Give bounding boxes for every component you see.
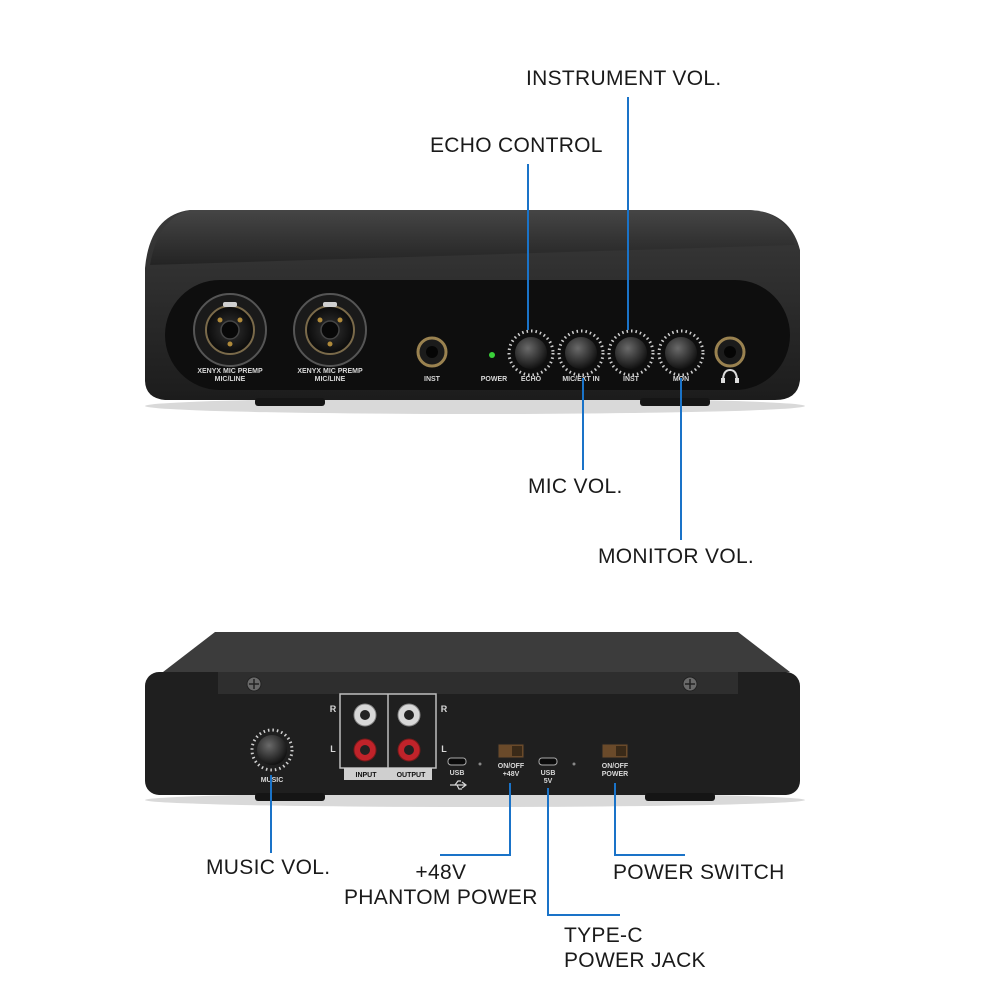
input-label: INPUT xyxy=(356,772,378,779)
rca-l-label-right: L xyxy=(441,744,447,754)
usb-label: USB xyxy=(450,770,465,777)
power-label: POWER xyxy=(481,376,507,383)
combo-jack-1-label-b: MIC/LINE xyxy=(215,376,246,383)
callout-music-vol: MUSIC VOL. xyxy=(206,856,331,879)
callout-phantom-power-line1: +48V xyxy=(415,861,467,884)
rca-l-label: L xyxy=(330,744,336,754)
usb-c-label-b: 5V xyxy=(544,778,553,785)
callout-mic-vol: MIC VOL. xyxy=(528,475,623,498)
knob-echo xyxy=(507,329,555,377)
callout-monitor-vol: MONITOR VOL. xyxy=(598,545,755,568)
screw-left xyxy=(246,676,262,692)
knob-inst-label: INST xyxy=(623,376,640,383)
music-knob xyxy=(250,728,294,772)
rca-r-label-right: R xyxy=(441,704,448,714)
leader-type-c xyxy=(547,788,620,916)
knob-monitor xyxy=(657,329,705,377)
phantom-switch-label-a: ON/OFF xyxy=(498,763,525,770)
combo-jack-2-label-a: XENYX MIC PREMP xyxy=(297,368,363,375)
combo-jack-2-label-b: MIC/LINE xyxy=(315,376,346,383)
callout-type-c: TYPE-C POWER JACK xyxy=(564,923,706,973)
callout-echo-control: ECHO CONTROL xyxy=(430,134,603,157)
callout-phantom-power-line2: PHANTOM POWER xyxy=(344,886,538,909)
power-led xyxy=(489,352,495,358)
rca-panel xyxy=(339,693,437,780)
knob-inst xyxy=(607,329,655,377)
power-switch-label-b: POWER xyxy=(602,771,628,778)
phantom-switch-label-b: +48V xyxy=(503,771,520,778)
inst-jack-label: INST xyxy=(424,376,441,383)
rear-panel xyxy=(145,672,800,795)
callout-instrument-vol: INSTRUMENT VOL. xyxy=(526,67,722,90)
power-switch-label-a: ON/OFF xyxy=(602,763,629,770)
leader-phantom xyxy=(440,783,511,856)
usb-c-label-a: USB xyxy=(541,770,556,777)
output-label: OUTPUT xyxy=(397,772,427,779)
usb-port xyxy=(447,757,467,766)
usb-c-port xyxy=(538,757,558,766)
combo-jack-1 xyxy=(193,293,267,367)
combo-jack-2 xyxy=(293,293,367,367)
callout-phantom-power: +48V PHANTOM POWER xyxy=(344,860,538,910)
knob-echo-label: ECHO xyxy=(521,376,542,383)
inst-jack xyxy=(416,336,448,368)
usb-icon xyxy=(450,780,467,790)
combo-jack-1-label-a: XENYX MIC PREMP xyxy=(197,368,263,375)
leader-power-switch xyxy=(614,783,685,856)
callout-type-c-line2: POWER JACK xyxy=(564,949,706,972)
headphone-jack xyxy=(714,336,746,383)
callout-type-c-line1: TYPE-C xyxy=(564,924,643,947)
rca-r-label: R xyxy=(330,704,337,714)
rear-device xyxy=(145,632,805,807)
knob-mic-label: MIC/EXT IN xyxy=(562,376,599,383)
callout-power-switch: POWER SWITCH xyxy=(613,861,785,884)
screw-right xyxy=(682,676,698,692)
knob-mic xyxy=(557,329,605,377)
